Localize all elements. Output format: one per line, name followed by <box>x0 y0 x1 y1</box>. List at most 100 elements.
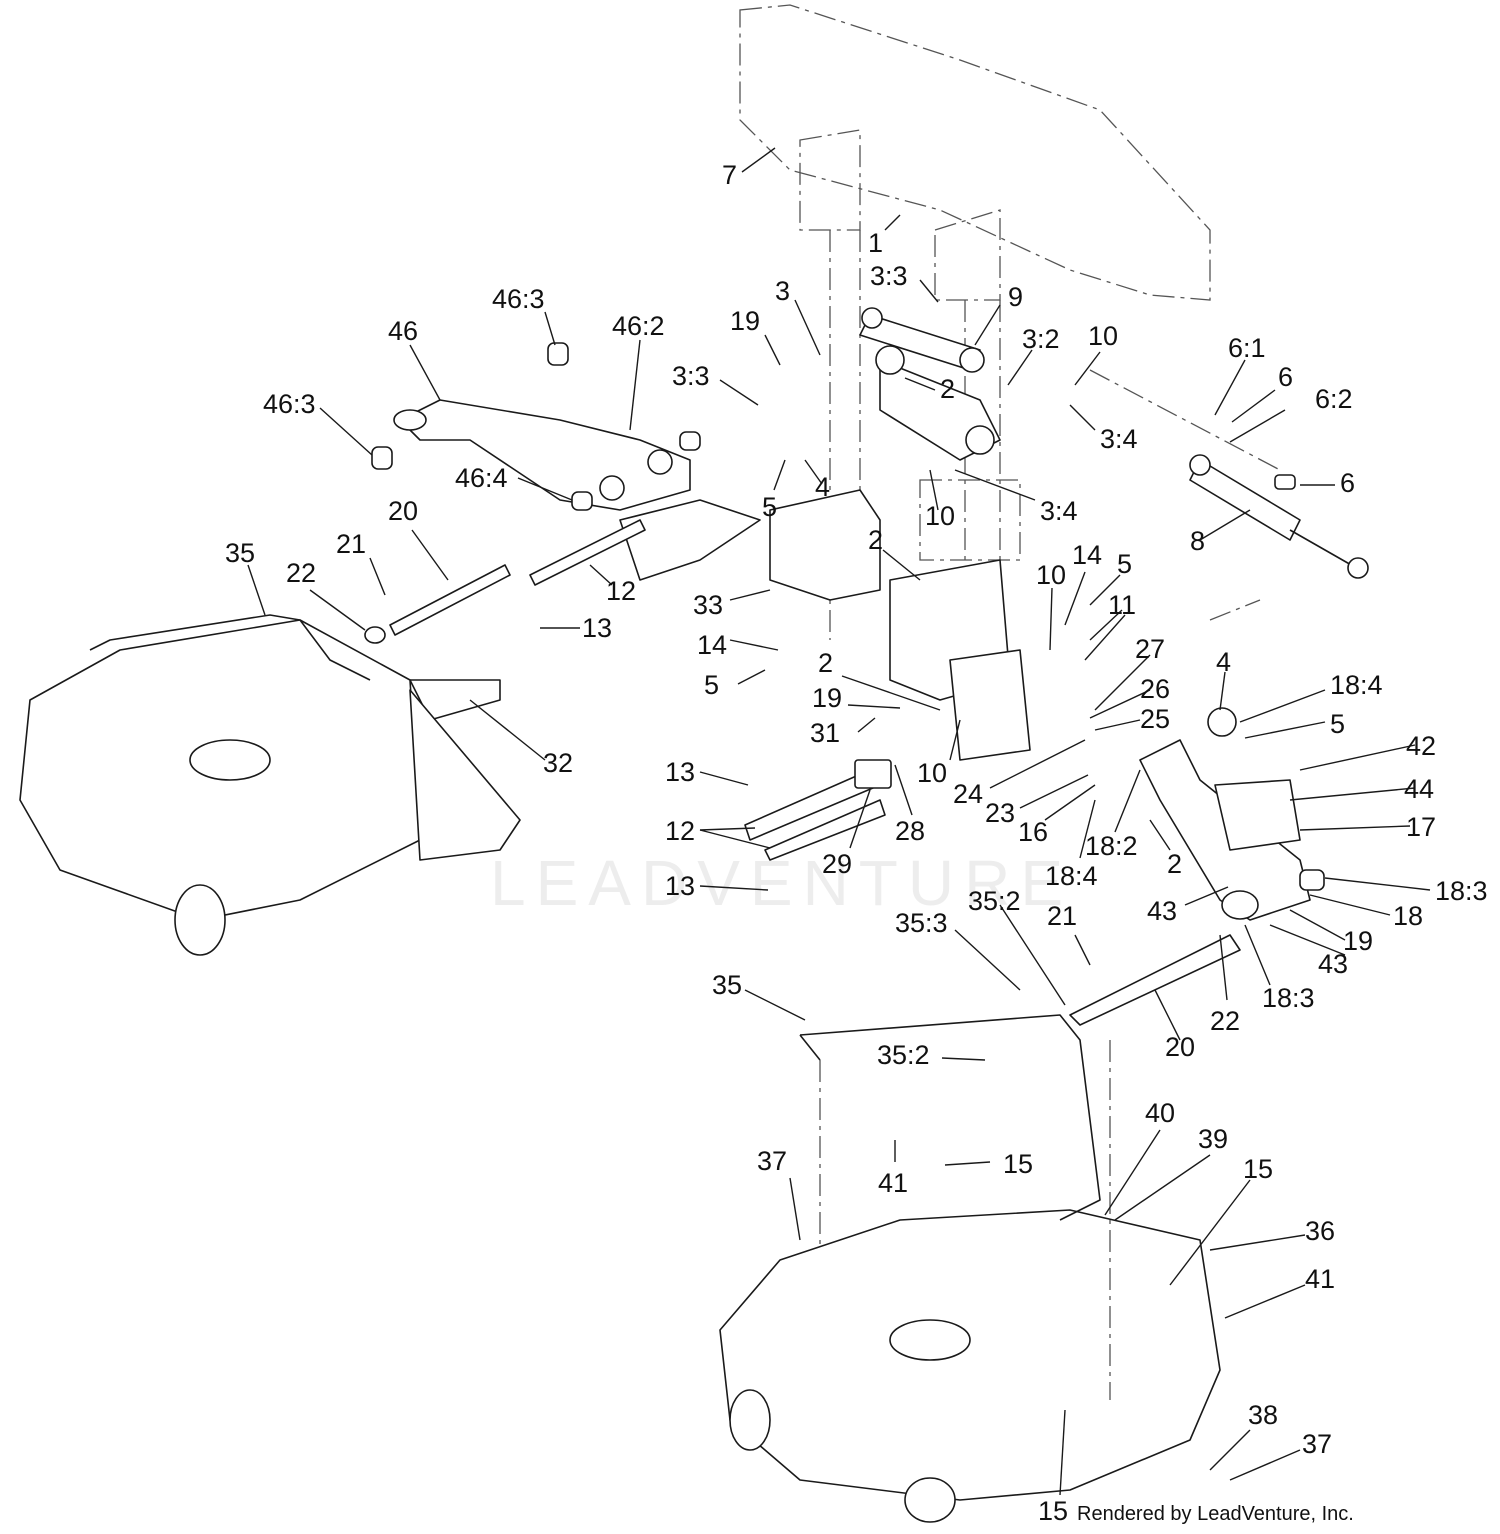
callout-label: 32 <box>543 748 573 778</box>
callout-label: 46:4 <box>455 463 508 493</box>
callout-label: 13 <box>665 757 695 787</box>
callout-label: 37 <box>1302 1429 1332 1459</box>
callout-label: 12 <box>665 816 695 846</box>
callout-label: 2 <box>818 648 833 678</box>
callout-label: 3:2 <box>1022 324 1060 354</box>
callout-label: 10 <box>925 501 955 531</box>
callout-label: 18:3 <box>1262 983 1315 1013</box>
pin-20-left <box>364 564 511 644</box>
callout-label: 3:4 <box>1040 496 1078 526</box>
callout-label: 35:2 <box>968 886 1021 916</box>
callout-label: 13 <box>665 871 695 901</box>
watermark: LEADVENTURE <box>490 847 1073 919</box>
callout-label: 8 <box>1190 526 1205 556</box>
cylinder-8 <box>1189 454 1369 579</box>
callout-label: 15 <box>1038 1496 1068 1526</box>
frame-phantom <box>739 4 1281 640</box>
lift-arm-right <box>1139 707 1325 921</box>
callout-label: 1 <box>868 228 883 258</box>
callout-label: 27 <box>1135 634 1165 664</box>
callout-label: 39 <box>1198 1124 1228 1154</box>
callout-label: 13 <box>582 613 612 643</box>
callout-label: 21 <box>1047 901 1077 931</box>
callout-label: 29 <box>822 849 852 879</box>
callout-label: 14 <box>697 630 727 660</box>
callout-label: 35:2 <box>877 1040 930 1070</box>
callout-label: 3:3 <box>672 361 710 391</box>
callout-label: 5 <box>704 670 719 700</box>
leader-lines <box>247 147 1431 1496</box>
callout-label: 35:3 <box>895 908 948 938</box>
callout-label: 6:1 <box>1228 333 1266 363</box>
callout-label: 2 <box>868 525 883 555</box>
pin-12-upper <box>529 519 646 586</box>
callout-label: 20 <box>1165 1032 1195 1062</box>
callout-label: 2 <box>1167 849 1182 879</box>
callout-label: 21 <box>336 529 366 559</box>
callout-label: 4 <box>1216 647 1231 677</box>
callout-label: 42 <box>1406 731 1436 761</box>
callout-label: 12 <box>606 576 636 606</box>
callout-label: 7 <box>722 160 737 190</box>
callout-label: 19 <box>730 306 760 336</box>
callout-label: 6 <box>1278 362 1293 392</box>
callout-label: 40 <box>1145 1098 1175 1128</box>
callout-label: 22 <box>1210 1006 1240 1036</box>
callout-label: 10 <box>917 758 947 788</box>
credit-text: Rendered by LeadVenture, Inc. <box>1077 1503 1354 1525</box>
callout-label: 3:4 <box>1100 424 1138 454</box>
callout-label: 15 <box>1003 1149 1033 1179</box>
callout-label: 38 <box>1248 1400 1278 1430</box>
callout-label: 46:2 <box>612 311 665 341</box>
callout-label: 46 <box>388 316 418 346</box>
pin-20-right <box>1069 934 1241 1026</box>
callout-label: 5 <box>1330 709 1345 739</box>
callout-label: 26 <box>1140 674 1170 704</box>
cylinder-9 <box>859 307 985 373</box>
callout-label: 28 <box>895 816 925 846</box>
callout-label: 46:3 <box>492 284 545 314</box>
callout-label: 18:4 <box>1330 670 1383 700</box>
callout-label: 15 <box>1243 1154 1273 1184</box>
callout-label: 19 <box>812 683 842 713</box>
callout-label: 43 <box>1318 949 1348 979</box>
callout-label: 6 <box>1340 468 1355 498</box>
callout-label: 3:3 <box>870 261 908 291</box>
callout-label: 19 <box>1343 926 1373 956</box>
callout-label: 5 <box>762 492 777 522</box>
callout-label: 41 <box>1305 1264 1335 1294</box>
callout-label: 36 <box>1305 1216 1335 1246</box>
pin-12-lower <box>744 759 892 861</box>
callout-label: 16 <box>1018 817 1048 847</box>
callout-label: 4 <box>815 472 830 502</box>
callout-label: 18:2 <box>1085 831 1138 861</box>
callouts: 7 1 3:3 9 3 19 3:2 10 46:3 46 46:2 3:3 2… <box>225 160 1488 1526</box>
callout-label: 3 <box>775 276 790 306</box>
callout-label: 6:2 <box>1315 384 1353 414</box>
callout-label: 23 <box>985 798 1015 828</box>
callout-label: 11 <box>1108 590 1136 620</box>
callout-label: 35 <box>712 970 742 1000</box>
callout-label: 5 <box>1117 549 1132 579</box>
callout-label: 44 <box>1404 774 1434 804</box>
center-bracket <box>619 345 1031 761</box>
callout-label: 41 <box>878 1168 908 1198</box>
callout-label: 2 <box>940 374 955 404</box>
callout-label: 17 <box>1406 812 1436 842</box>
lift-arm-left <box>371 342 701 511</box>
callout-label: 18:3 <box>1435 876 1488 906</box>
callout-label: 10 <box>1036 560 1066 590</box>
callout-label: 18 <box>1393 901 1423 931</box>
callout-label: 25 <box>1140 704 1170 734</box>
callout-label: 46:3 <box>263 389 316 419</box>
callout-label: 24 <box>953 779 983 809</box>
callout-label: 33 <box>693 590 723 620</box>
callout-label: 20 <box>388 496 418 526</box>
mower-deck-right <box>719 1014 1221 1523</box>
callout-label: 10 <box>1088 321 1118 351</box>
callout-label: 43 <box>1147 896 1177 926</box>
callout-label: 14 <box>1072 540 1102 570</box>
mower-deck-left <box>19 614 521 956</box>
callout-label: 31 <box>810 718 840 748</box>
